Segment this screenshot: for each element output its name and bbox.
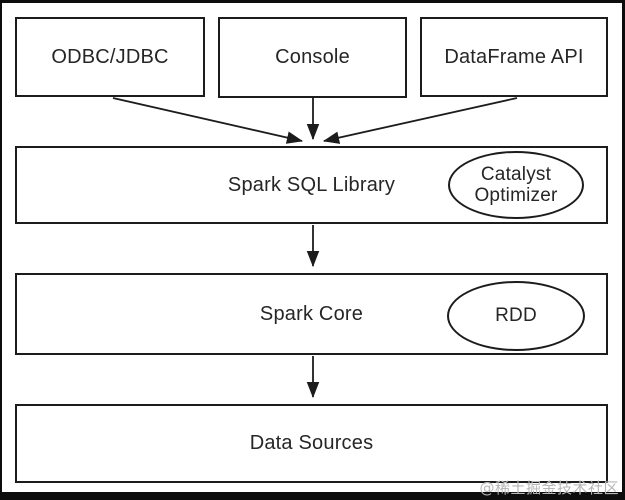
node-odbc-jdbc: ODBC/JDBC (15, 17, 205, 97)
node-data-sources-label: Data Sources (249, 432, 374, 454)
node-dataframe-api: DataFrame API (420, 17, 608, 97)
catalyst-optimizer-line1: Catalyst (480, 163, 552, 185)
rdd-label: RDD (495, 305, 537, 327)
node-spark-core: Spark Core RDD (15, 273, 608, 355)
node-dataframe-api-label: DataFrame API (444, 45, 584, 68)
arrow-dataframe-api-to-spark-sql (322, 97, 518, 144)
watermark-text: @稀土掘金技术社区 (479, 479, 619, 497)
node-console-label: Console (275, 46, 350, 68)
node-spark-sql-library-label: Spark SQL Library (227, 173, 396, 196)
catalyst-optimizer-line2: Optimizer (474, 185, 558, 206)
node-console: Console (218, 17, 407, 98)
node-odbc-jdbc-label: ODBC/JDBC (51, 45, 169, 68)
arrow-odbc-jdbc-to-spark-sql (112, 97, 304, 144)
node-data-sources: Data Sources (15, 404, 608, 483)
rdd-ellipse: RDD (447, 281, 585, 351)
node-spark-sql-library: Spark SQL Library Catalyst Optimizer (15, 146, 608, 224)
node-spark-core-label: Spark Core (259, 302, 364, 325)
catalyst-optimizer-ellipse: Catalyst Optimizer (448, 151, 584, 219)
